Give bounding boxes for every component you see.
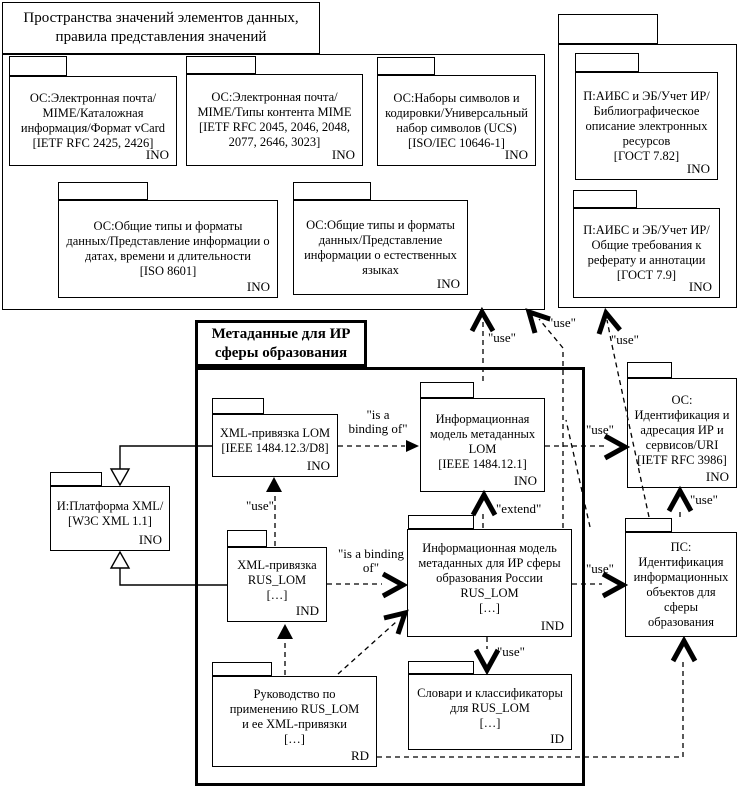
generalization-arrow-bottom — [109, 550, 131, 569]
edge-label-use: "use" — [548, 315, 576, 330]
package-lom-model: Информационная модель метаданных LOM [IE… — [420, 398, 545, 492]
edge-label-use: "use" — [586, 561, 614, 576]
arrowhead-guide-to-ps — [670, 635, 698, 663]
generalization-arrow-top — [109, 468, 131, 487]
package-date-time: ОС:Общие типы и форматы данных/Представл… — [58, 200, 278, 298]
conformance-code: INO — [436, 276, 460, 291]
conformance-code: RD — [350, 748, 369, 763]
edge-label-use: "use" — [611, 332, 639, 347]
package-tab — [9, 56, 67, 76]
conformance-code: INO — [705, 469, 729, 484]
edge-label-use: "use" — [497, 644, 525, 659]
package-tab — [293, 182, 371, 200]
group-library-standards-tab — [558, 14, 658, 44]
package-tab — [420, 382, 474, 398]
package-usage-guide: Руководство по применению RUS_LOM и ее X… — [212, 676, 377, 767]
package-xml-binding-ruslom: XML-привязка RUS_LOM […] IND — [227, 547, 327, 622]
package-tab — [627, 362, 672, 378]
arrowhead-use-value-spaces-1 — [469, 306, 496, 333]
package-tab — [58, 182, 148, 200]
arrowhead-use-value-spaces-2 — [525, 308, 551, 334]
package-ruslom-model: Информационная модель метаданных для ИР … — [407, 529, 572, 637]
package-mime-types: ОС:Электронная почта/ MIME/Типы контента… — [186, 74, 363, 166]
package-tab — [377, 57, 435, 75]
conformance-code: INO — [145, 147, 169, 162]
edge-label-is-a-binding-of: "is a binding of" — [348, 407, 408, 437]
package-tab — [186, 56, 256, 74]
conformance-code: IND — [295, 603, 319, 618]
edge-label-use: "use" — [246, 498, 274, 513]
package-tab — [50, 472, 102, 486]
conformance-code: INO — [246, 279, 270, 294]
package-tab — [212, 662, 272, 676]
group-metadata-title: Метаданные для ИР сферы образования — [211, 325, 351, 361]
package-abstracts: П:АИБС и ЭБ/Учет ИР/ Общие требования к … — [573, 208, 720, 298]
conformance-code: INO — [331, 147, 355, 162]
edge-label-use: "use" — [488, 330, 516, 345]
package-uri: ОС: Идентификация и адресация ИР и серви… — [627, 378, 737, 488]
arrowhead-use-uri-bottom — [666, 485, 694, 513]
conformance-code: INO — [504, 147, 528, 162]
edge-label-use: "use" — [586, 422, 614, 437]
package-tab — [212, 398, 264, 414]
package-tab — [625, 518, 672, 532]
conformance-code: INO — [513, 473, 537, 488]
package-languages: ОС:Общие типы и форматы данных/Представл… — [293, 200, 468, 295]
package-bibliographic: П:АИБС и ЭБ/Учет ИР/ Библиографическое о… — [575, 72, 718, 180]
package-vocabularies: Словари и классификаторы для RUS_LOM […]… — [408, 674, 572, 750]
arrowhead-use-ps-left — [601, 571, 629, 599]
package-tab — [573, 190, 637, 208]
package-vcard: ОС:Электронная почта/ MIME/Каталожная ин… — [9, 76, 177, 166]
conformance-code: ID — [550, 731, 564, 746]
package-ucs: ОС:Наборы символов и кодировки/Универсал… — [377, 75, 536, 166]
package-xml-platform: И:Платформа XML/ [W3C XML 1.1] INO — [50, 486, 170, 551]
package-tab — [227, 530, 267, 547]
edge-label-extend: "extend" — [496, 501, 542, 516]
arrowhead-use-library — [596, 307, 622, 335]
package-object-identification: ПС: Идентификация информационных объекто… — [625, 532, 737, 637]
group-value-spaces-title-tab: Пространства значений элементов данных, … — [2, 2, 320, 54]
group-value-spaces-title: Пространства значений элементов данных, … — [23, 9, 299, 46]
conformance-code: IND — [540, 618, 564, 633]
package-tab — [408, 661, 474, 674]
conformance-code: INO — [138, 532, 162, 547]
conformance-code: INO — [686, 161, 710, 176]
edge-label-is-a-binding-of: "is a binding of" — [338, 546, 404, 576]
package-tab — [408, 515, 474, 529]
conformance-code: INO — [306, 458, 330, 473]
package-xml-binding-lom: XML-привязка LOM [IEEE 1484.12.3/D8] INO — [212, 414, 338, 477]
edge-label-use: "use" — [690, 492, 718, 507]
package-tab — [575, 53, 639, 72]
arrowhead-use-uri-left — [603, 433, 631, 461]
group-metadata-title-tab: Метаданные для ИР сферы образования — [195, 320, 367, 367]
conformance-code: INO — [688, 279, 712, 294]
